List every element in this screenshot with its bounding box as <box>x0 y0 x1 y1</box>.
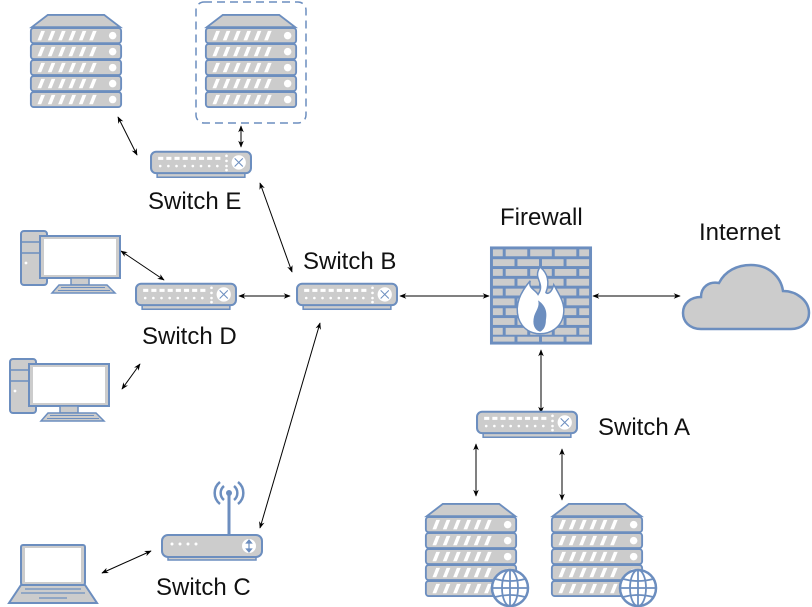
globe-icon <box>618 568 658 607</box>
switch-b-icon[interactable] <box>296 282 398 311</box>
edge-desktop2-switch-d <box>121 363 141 390</box>
server-1[interactable] <box>31 15 121 107</box>
label-switch-a: Switch A <box>598 414 691 441</box>
server-icon <box>206 15 296 107</box>
laptop-icon[interactable] <box>7 543 99 605</box>
desktop-2-icon[interactable] <box>9 358 110 422</box>
edges <box>101 116 681 574</box>
cloud-icon[interactable] <box>681 263 811 331</box>
switch-e-icon[interactable] <box>150 150 252 179</box>
wireless-router-icon[interactable] <box>160 480 264 562</box>
label-switch-c: Switch C <box>156 574 251 601</box>
dashed-group-border <box>195 1 307 124</box>
edge-switch-c-switch-b <box>259 322 321 529</box>
web-server-1[interactable] <box>426 504 530 607</box>
edge-desktop1-switch-d <box>120 250 165 281</box>
firewall-icon[interactable] <box>489 245 593 346</box>
edge-switch-e-switch-b <box>259 182 293 273</box>
label-switch-b: Switch B <box>303 248 397 275</box>
globe-icon <box>490 568 530 607</box>
label-switch-e: Switch E <box>148 188 242 215</box>
switch-a-icon[interactable] <box>476 410 578 439</box>
server-2-group[interactable] <box>195 1 307 124</box>
desktop-1-icon[interactable] <box>20 230 121 294</box>
server-icon <box>31 15 121 107</box>
switch-d-icon[interactable] <box>135 282 237 311</box>
web-server-2[interactable] <box>552 504 658 607</box>
label-switch-d: Switch D <box>142 323 237 350</box>
edge-laptop-switch-c <box>101 550 152 574</box>
label-firewall: Firewall <box>500 204 583 231</box>
label-internet: Internet <box>699 219 781 246</box>
edge-server1-switch-e <box>117 116 138 156</box>
